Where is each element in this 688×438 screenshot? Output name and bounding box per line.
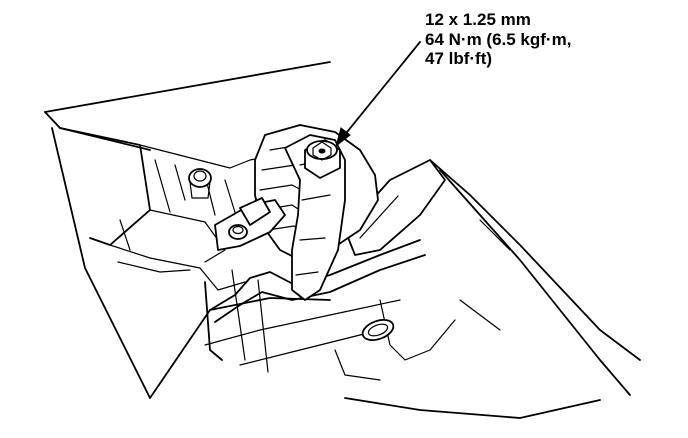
torque-spec: 12 x 1.25 mm 64 N·m (6.5 kgf·m, 47 lbf·f…: [425, 10, 571, 69]
housing-bolt: [188, 168, 212, 199]
torque-metric-label: 64 N·m (6.5 kgf·m,: [425, 29, 572, 49]
bolt-icon: [304, 139, 341, 179]
bolt-size-label: 12 x 1.25 mm: [425, 10, 531, 29]
body-frame: [44, 61, 641, 419]
torque-imperial-label: 47 lbf·ft): [425, 49, 493, 68]
oval-slot: [361, 319, 395, 341]
fork-bolt: [228, 224, 248, 240]
leader-arrow-icon: [335, 41, 421, 148]
lower-rails: [204, 239, 426, 373]
